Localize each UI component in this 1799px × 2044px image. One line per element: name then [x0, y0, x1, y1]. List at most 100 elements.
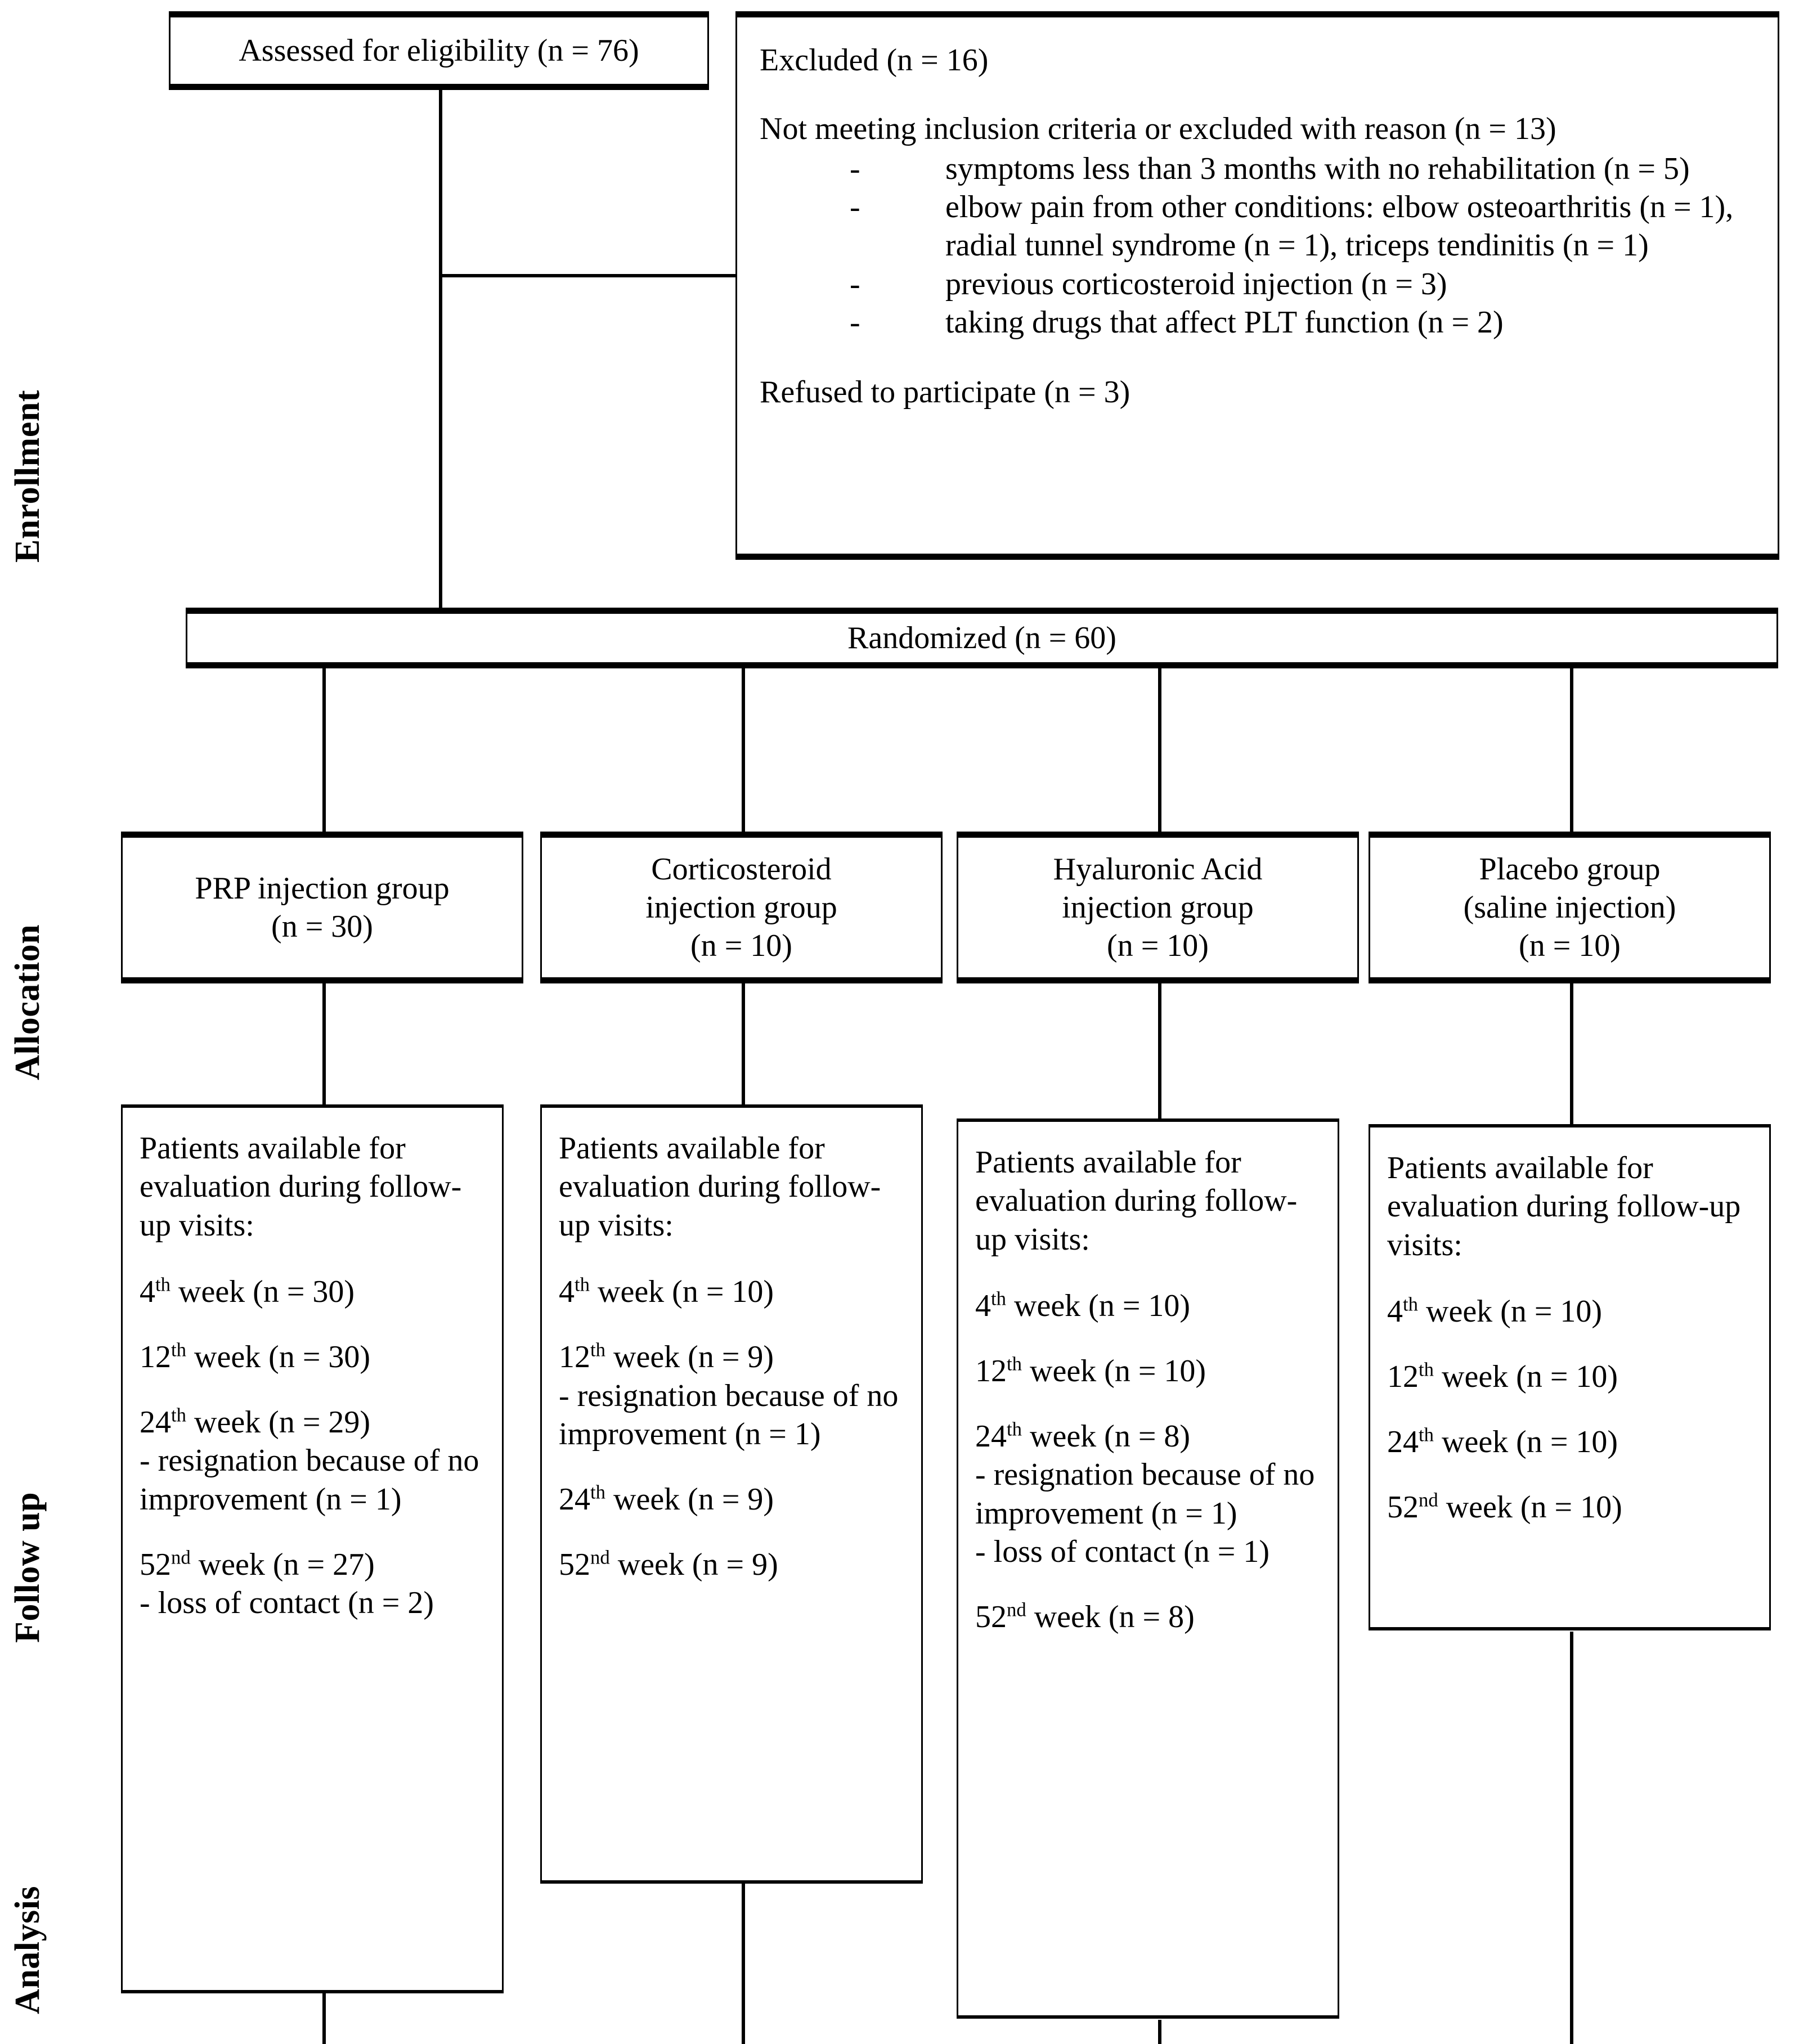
connector-randomized-col4	[1570, 668, 1573, 832]
allocation-group-n: (n = 30)	[271, 909, 373, 944]
box-excluded: Excluded (n = 16) Not meeting inclusion …	[735, 11, 1779, 560]
box-followup-hyaluronic-acid: Patients available for evaluation during…	[957, 1118, 1339, 2019]
visit-ordinal-suffix: th	[171, 1338, 187, 1361]
followup-visit: 4th week (n = 10)	[559, 1273, 904, 1311]
visit-ordinal-suffix: th	[1419, 1423, 1434, 1446]
visit-label: week (n = 9)	[609, 1547, 778, 1582]
visit-label: week (n = 10)	[1434, 1359, 1618, 1395]
bullet-dash: -	[850, 304, 860, 340]
assessed-text: Assessed for eligibility (n = 76)	[239, 33, 639, 68]
followup-visit: 4th week (n = 30)	[140, 1273, 485, 1311]
visit-label: week (n = 10)	[1418, 1294, 1603, 1329]
visit-ordinal-suffix: th	[171, 1404, 187, 1426]
excluded-reason-item: - symptoms less than 3 months with no re…	[760, 150, 1755, 188]
stage-label-allocation: Allocation	[8, 924, 47, 1080]
visit-note: - loss of contact (n = 1)	[975, 1534, 1270, 1570]
visit-ordinal-suffix: th	[590, 1338, 606, 1361]
visit-label: week (n = 9)	[605, 1340, 774, 1375]
connector-alloc-fu-col3	[1158, 983, 1161, 1118]
visit-week-number: 4	[140, 1274, 155, 1310]
visit-label: week (n = 29)	[186, 1405, 371, 1440]
visit-week-number: 52	[1387, 1490, 1419, 1525]
visit-ordinal-suffix: th	[155, 1273, 171, 1296]
visit-week-number: 4	[975, 1288, 991, 1324]
box-allocation-hyaluronic-acid: Hyaluronic Acid injection group (n = 10)	[957, 832, 1359, 983]
excluded-reason-item: - previous corticosteroid injection (n =…	[760, 265, 1755, 303]
box-randomized: Randomized (n = 60)	[186, 608, 1778, 668]
excluded-reason-item: - taking drugs that affect PLT function …	[760, 303, 1755, 342]
visit-week-number: 12	[1387, 1359, 1419, 1395]
visit-label: week (n = 10)	[1434, 1425, 1618, 1460]
connector-randomized-col1	[322, 668, 326, 832]
followup-visit: 12th week (n = 30)	[140, 1338, 485, 1376]
excluded-reason-list: - symptoms less than 3 months with no re…	[760, 150, 1755, 342]
followup-visit: 52nd week (n = 8)	[975, 1598, 1321, 1636]
followup-visit: 24th week (n = 9)	[559, 1480, 904, 1519]
connector-assessed-down	[439, 87, 442, 627]
visit-note: - loss of contact (n = 2)	[140, 1585, 434, 1620]
visit-ordinal-suffix: th	[1403, 1293, 1419, 1315]
allocation-group-n: (n = 10)	[690, 928, 792, 964]
connector-alloc-fu-col2	[742, 983, 745, 1104]
visit-week-number: 12	[559, 1340, 590, 1375]
connector-fu-analysis-col3	[1158, 2020, 1161, 2044]
excluded-reason-text: symptoms less than 3 months with no reha…	[945, 151, 1690, 186]
connector-fu-analysis-col2	[742, 1882, 745, 2044]
box-allocation-placebo: Placebo group (saline injection) (n = 10…	[1369, 832, 1771, 983]
visit-label: week (n = 8)	[1026, 1599, 1195, 1634]
excluded-reason-text: taking drugs that affect PLT function (n…	[945, 304, 1504, 340]
followup-heading: Patients available for evaluation during…	[140, 1131, 462, 1243]
followup-visit: 12th week (n = 9) - resignation because …	[559, 1338, 904, 1453]
visit-label: week (n = 10)	[1006, 1288, 1191, 1324]
visit-week-number: 24	[975, 1419, 1007, 1454]
visit-label: week (n = 10)	[1438, 1490, 1622, 1525]
connector-randomized-col3	[1158, 668, 1161, 832]
allocation-group-name: Corticosteroid injection group	[645, 851, 837, 925]
allocation-group-n: (n = 10)	[1107, 928, 1209, 964]
visit-ordinal-suffix: nd	[1007, 1598, 1026, 1621]
visit-week-number: 4	[1387, 1294, 1403, 1329]
visit-ordinal-suffix: nd	[1419, 1489, 1438, 1511]
visit-ordinal-suffix: th	[1007, 1418, 1022, 1440]
followup-visit: 24th week (n = 8) - resignation because …	[975, 1417, 1321, 1571]
visit-week-number: 24	[140, 1405, 171, 1440]
visit-label: week (n = 30)	[171, 1274, 355, 1310]
visit-ordinal-suffix: th	[1007, 1353, 1022, 1375]
allocation-group-name: Placebo group (saline injection)	[1463, 851, 1676, 925]
visit-ordinal-suffix: th	[590, 1481, 606, 1503]
visit-note: - resignation because of no improvement …	[140, 1443, 479, 1517]
visit-ordinal-suffix: th	[991, 1287, 1007, 1310]
excluded-reason-text: previous corticosteroid injection (n = 3…	[945, 266, 1447, 302]
followup-visit: 4th week (n = 10)	[1387, 1292, 1752, 1331]
box-followup-placebo: Patients available for evaluation during…	[1369, 1124, 1771, 1630]
followup-heading: Patients available for evaluation during…	[975, 1145, 1298, 1257]
followup-visit: 52nd week (n = 10)	[1387, 1488, 1752, 1526]
connector-assessed-to-excluded	[439, 274, 737, 277]
visit-label: week (n = 30)	[186, 1340, 371, 1375]
connector-alloc-fu-col4	[1570, 983, 1573, 1124]
excluded-subtitle: Not meeting inclusion criteria or exclud…	[760, 111, 1556, 146]
connector-fu-analysis-col1	[322, 1989, 326, 2044]
allocation-group-name: PRP injection group	[195, 870, 450, 906]
visit-note: - resignation because of no improvement …	[975, 1457, 1315, 1531]
followup-visit: 24th week (n = 10)	[1387, 1423, 1752, 1461]
bullet-dash: -	[850, 266, 860, 302]
visit-label: week (n = 10)	[590, 1274, 774, 1310]
excluded-refused-text: Refused to participate (n = 3)	[760, 375, 1130, 410]
followup-visit: 24th week (n = 29) - resignation because…	[140, 1403, 485, 1519]
box-assessed-for-eligibility: Assessed for eligibility (n = 76)	[169, 11, 709, 90]
visit-label: week (n = 27)	[190, 1547, 375, 1582]
followup-visit: 52nd week (n = 9)	[559, 1546, 904, 1584]
visit-ordinal-suffix: nd	[171, 1546, 191, 1569]
stage-label-analysis: Analysis	[8, 1886, 47, 2014]
followup-heading: Patients available for evaluation during…	[559, 1131, 881, 1243]
box-allocation-corticosteroid: Corticosteroid injection group (n = 10)	[540, 832, 943, 983]
visit-week-number: 24	[559, 1481, 590, 1517]
visit-week-number: 52	[975, 1599, 1007, 1634]
followup-visit: 4th week (n = 10)	[975, 1287, 1321, 1325]
box-followup-corticosteroid: Patients available for evaluation during…	[540, 1104, 923, 1884]
stage-label-enrollment: Enrollment	[8, 390, 47, 563]
visit-label: week (n = 10)	[1022, 1354, 1206, 1389]
connector-fu-analysis-col4	[1570, 1632, 1573, 2044]
allocation-group-n: (n = 10)	[1519, 928, 1621, 964]
